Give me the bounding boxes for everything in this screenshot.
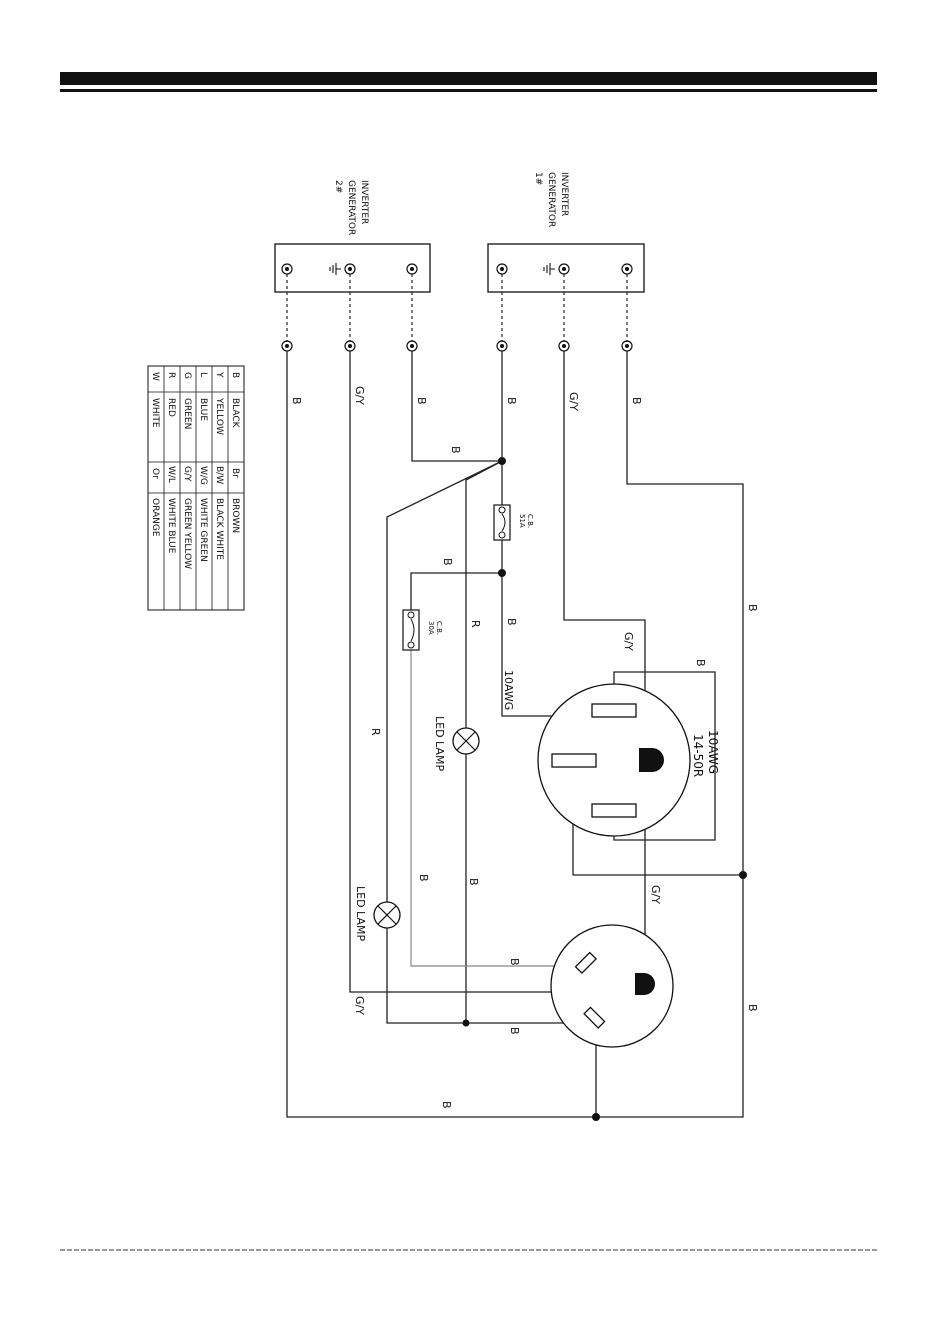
wire-label-b: B [630,397,643,405]
wire-label-b: B [290,397,303,405]
led-lamp-2-label: LED LAMP [354,886,367,941]
svg-text:L: L [198,372,208,377]
svg-text:WHITE GREEN: WHITE GREEN [198,498,208,562]
svg-text:B: B [230,372,240,378]
led-lamp-1-label: LED LAMP [433,716,446,771]
svg-text:ORANGE: ORANGE [150,498,160,537]
svg-text:BLUE: BLUE [198,398,208,421]
breaker-51a [494,505,510,540]
svg-text:RED: RED [166,398,176,417]
header-bar-thick [60,72,877,85]
wire-label-b: B [467,878,480,886]
receptacle-14-50r [538,684,690,836]
svg-text:W: W [150,372,160,381]
wire-label-b: B [694,659,707,667]
wire-label-b: B [505,397,518,405]
gen1-label-line1: INVERTER [559,172,569,216]
wire-label-b: B [508,958,521,966]
gen2-label-line1: INVERTER [359,180,369,224]
svg-text:B/W: B/W [214,466,224,484]
connector-terminals [282,341,632,351]
breaker-51a-label-2: 51A [518,514,526,528]
breaker-30a-label-1: C.B. [435,621,443,635]
svg-text:BROWN: BROWN [230,498,240,533]
svg-text:GREEN YELLOW: GREEN YELLOW [182,498,192,569]
wire-label-r: R [369,728,382,736]
breaker-30a [403,610,419,650]
wire-label-b: B [440,1101,453,1109]
wire-label-b: B [508,1027,521,1035]
receptacle-main-awg: 10AWG [706,730,720,774]
wire-gray-breaker2 [411,650,578,966]
wire-label-b: B [505,618,518,626]
svg-text:YELLOW: YELLOW [214,397,224,435]
svg-text:GREEN: GREEN [182,398,192,429]
wire-label-b: B [746,1004,759,1012]
gen1-label-line2: GENERATOR [546,172,556,227]
wire-label-gy: G/Y [353,386,366,405]
svg-text:WHITE: WHITE [150,398,160,428]
svg-text:G/Y: G/Y [182,466,192,482]
svg-text:Br: Br [230,468,240,478]
wire-label-b: B [441,558,454,566]
wire-label-gy: G/Y [567,392,580,411]
breaker-51a-label-1: C.B. [526,514,534,528]
wire-label-10awg: 10AWG [502,670,515,710]
led-lamp-1 [453,728,479,754]
svg-text:BLACK: BLACK [230,398,240,429]
wire-label-b: B [746,604,759,612]
svg-text:Or: Or [150,468,160,479]
header-bar-thin [60,89,877,92]
svg-text:WHITE BLUE: WHITE BLUE [166,498,176,554]
wire-label-gy: G/Y [353,996,366,1015]
receptacle-5-20r [551,925,673,1047]
breaker-30a-label-2: 30A [427,621,435,635]
svg-text:Y: Y [214,371,224,378]
svg-text:G: G [182,372,192,379]
svg-text:BLACK WHITE: BLACK WHITE [214,498,224,560]
color-legend: B BLACK Br BROWN Y YELLOW B/W BLACK WHIT… [148,366,244,610]
wire-label-b: B [415,397,428,405]
svg-text:W/G: W/G [198,466,208,485]
svg-text:W/L: W/L [166,466,176,483]
generator-1-box [488,244,644,292]
led-lamp-2 [374,902,400,928]
gen2-label-line2: GENERATOR [346,180,356,235]
gen1-label-line3: 1# [533,172,543,185]
wire-label-gy: G/Y [622,632,635,651]
wire-label-r: R [469,620,482,628]
gen2-label-line3: 2# [333,180,343,193]
receptacle-main-label: 14-50R [691,734,705,777]
wire-label-b: B [449,446,462,454]
wire-label-b: B [417,874,430,882]
svg-text:R: R [166,372,176,378]
wire-label-gy: G/Y [649,885,662,904]
